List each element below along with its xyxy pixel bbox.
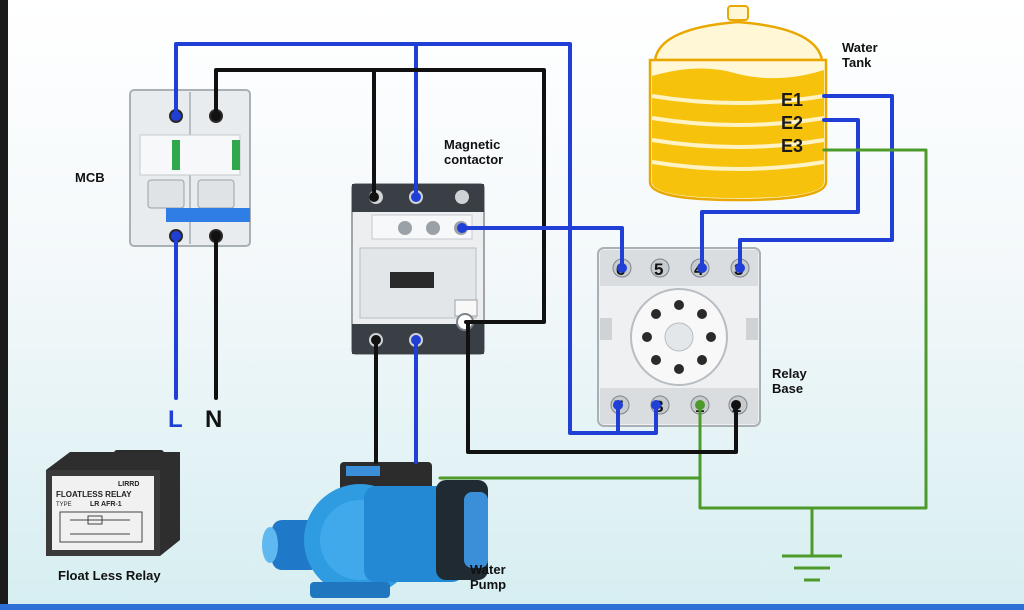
live-supply-label: L <box>168 406 183 433</box>
wire-neutral-top <box>214 68 546 324</box>
water-tank-label-line2: Tank <box>842 55 872 70</box>
electrode-e2-label: E2 <box>781 113 803 133</box>
electrode-e3-label: E3 <box>781 136 803 156</box>
relay-base-label-line2: Base <box>772 381 804 396</box>
terminal-dots <box>171 111 745 410</box>
wire-e1-to-relay-3 <box>738 94 894 270</box>
water-tank-label-line1: Water <box>842 40 878 55</box>
relay-module-type-label: TYPE <box>56 502 72 508</box>
ground-symbol <box>782 508 842 582</box>
left-frame-edge <box>0 0 8 610</box>
tank-water-fill <box>652 68 824 198</box>
wire-coil-to-relay-6 <box>460 226 624 270</box>
relay-base-label: Relay Base <box>772 366 807 396</box>
contactor-label-line2: contactor <box>444 152 504 167</box>
water-pump-label-line2: Pump <box>470 577 507 592</box>
magnetic-contactor <box>351 183 485 355</box>
bottom-frame-edge <box>0 604 1024 610</box>
electrode-e1-label: E1 <box>781 90 803 110</box>
relay-module-brand: LIRRD <box>118 481 139 488</box>
wire-relay-7-8-bridge <box>616 403 658 435</box>
float-less-relay-label: Float Less Relay <box>58 568 161 583</box>
mcb-toggle-bar <box>166 208 250 222</box>
water-tank: E1 E2 E3 <box>648 5 828 202</box>
mcb-breaker <box>129 89 251 247</box>
water-pump-label: Water Pump <box>470 562 506 592</box>
wire-e2-to-relay-4 <box>700 118 860 270</box>
relay-base: 6 5 4 3 7 8 1 2 <box>597 247 761 427</box>
water-tank-label: Water Tank <box>842 40 878 70</box>
water-pump-label-line1: Water <box>470 562 506 577</box>
relay-module-title: FLOATLESS RELAY <box>56 490 132 499</box>
mcb-label: MCB <box>75 170 105 185</box>
water-pump <box>262 462 488 598</box>
relay-terminal-5: 5 <box>654 260 663 279</box>
relay-base-label-line1: Relay <box>772 366 807 381</box>
wire-live-top <box>174 42 620 435</box>
wire-relay-2-return <box>466 320 738 454</box>
contactor-label: Magnetic contactor <box>444 137 503 167</box>
contactor-label-line1: Magnetic <box>444 137 501 152</box>
neutral-supply-label: N <box>205 406 222 433</box>
relay-module-model: LR AFR-1 <box>90 501 122 508</box>
wire-e3-to-ground <box>698 148 928 510</box>
float-less-relay-module: LIRRD FLOATLESS RELAY TYPE LR AFR-1 <box>46 450 180 556</box>
